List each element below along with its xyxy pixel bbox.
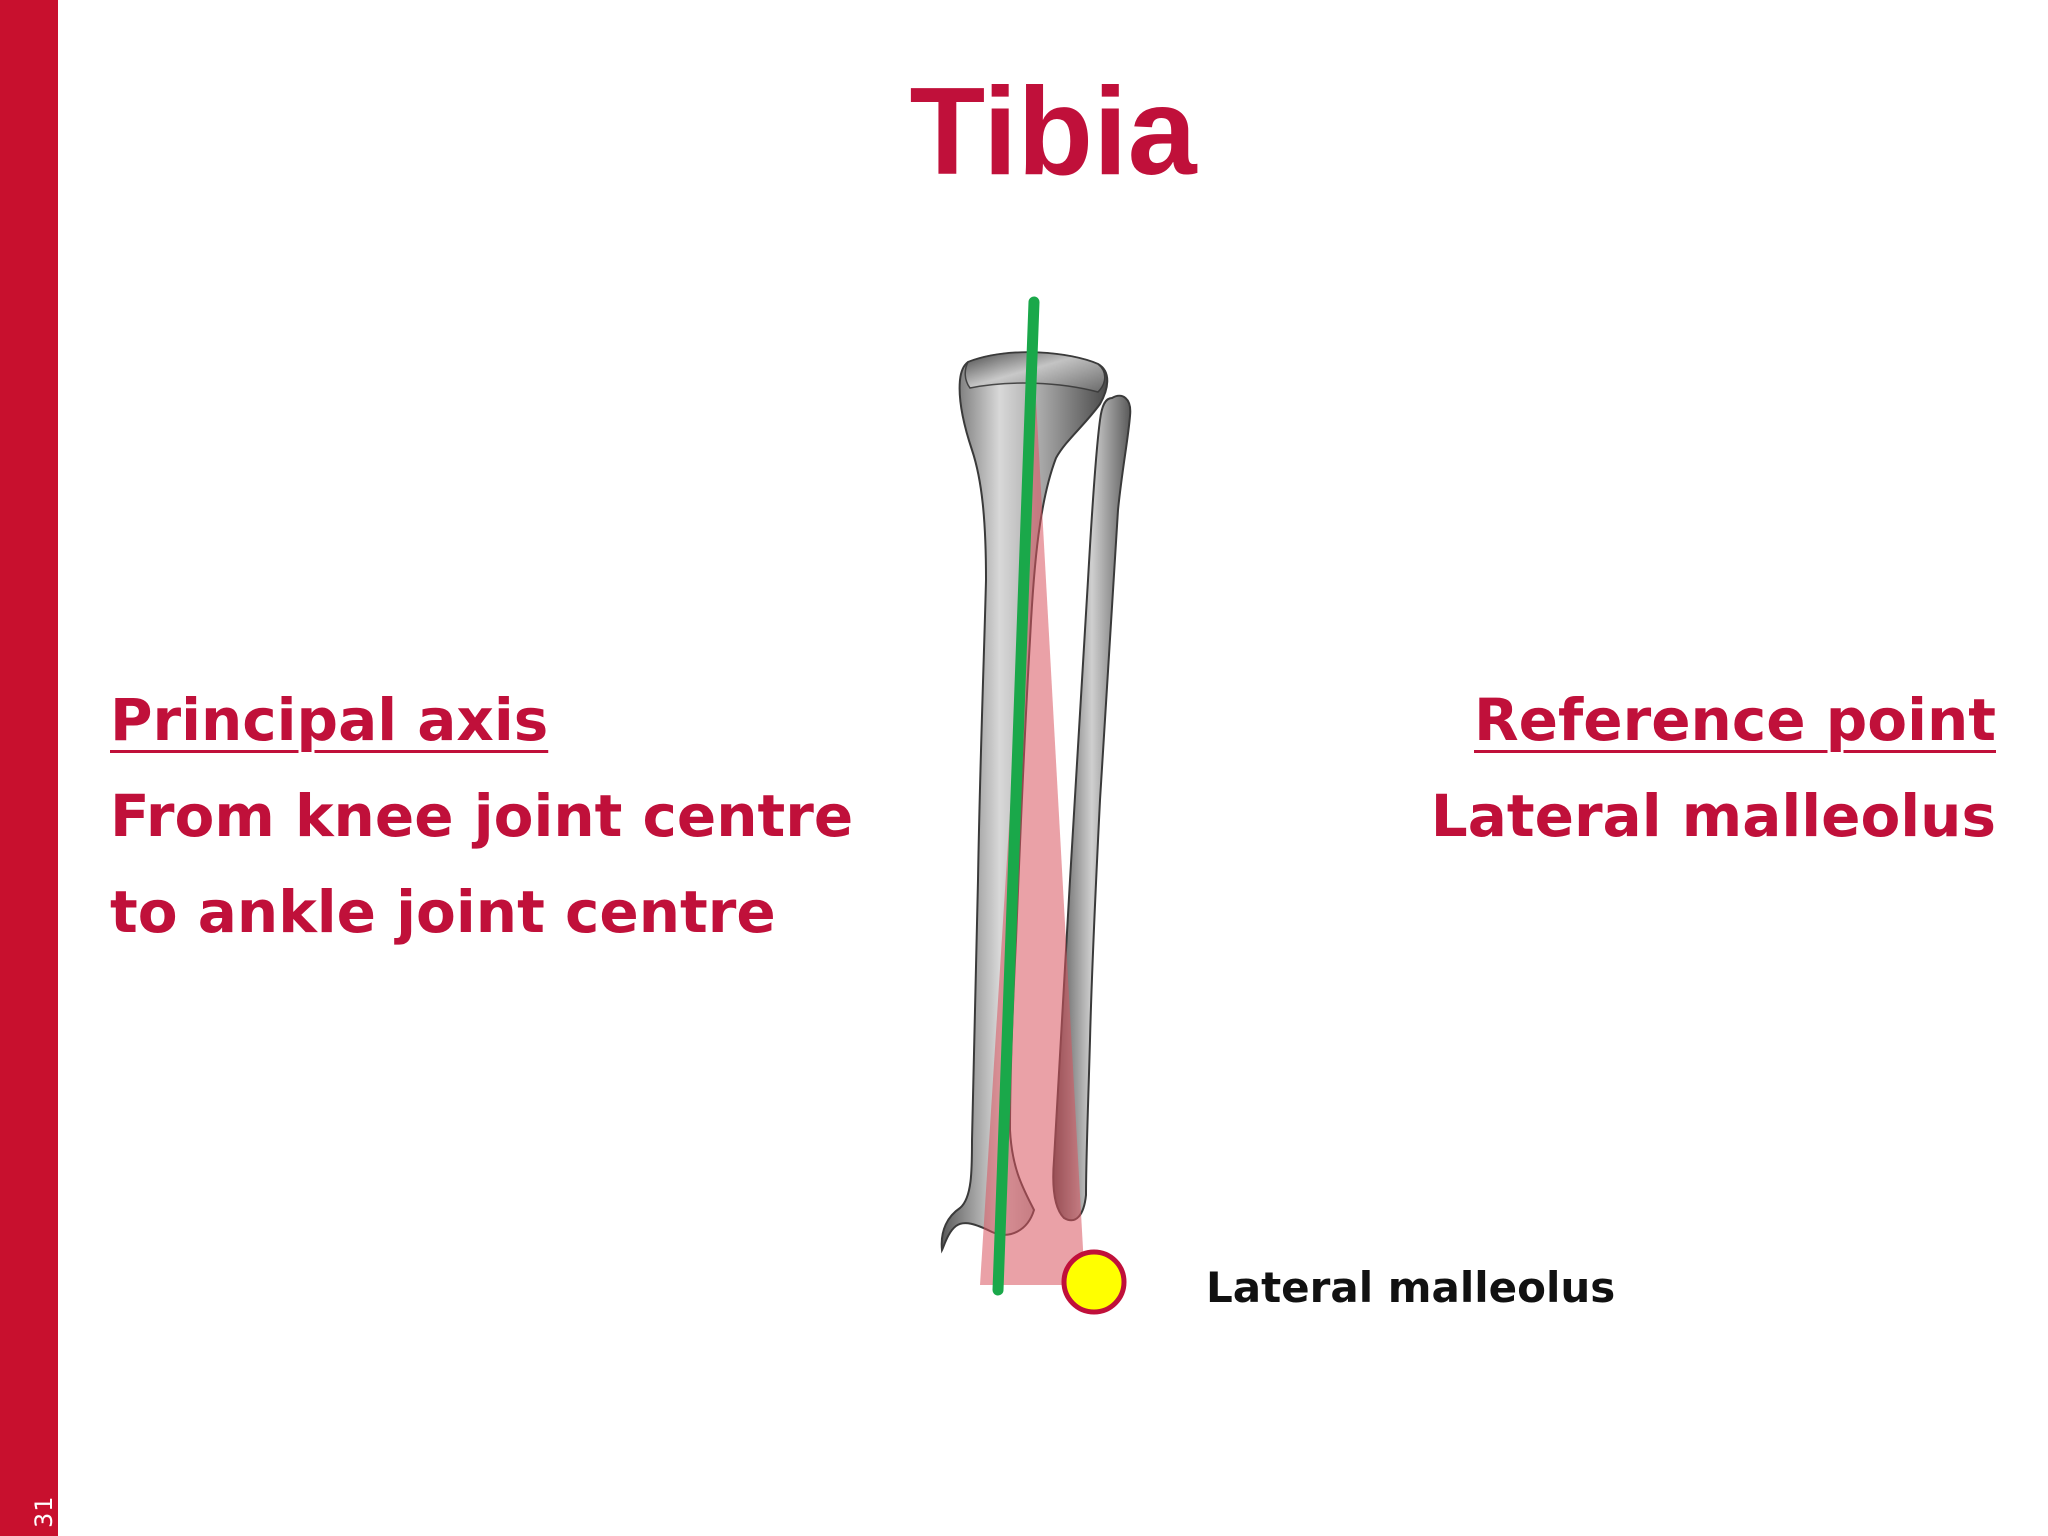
tibia-bone bbox=[940, 351, 1109, 1254]
sidebar-accent-bar bbox=[0, 0, 58, 1536]
reference-point-block: Reference point Lateral malleolus bbox=[1431, 672, 1996, 864]
slide-title: Tibia bbox=[909, 63, 1197, 201]
tibia-fibula-diagram bbox=[940, 296, 1132, 1315]
principal-axis-line-1: From knee joint centre bbox=[110, 782, 854, 850]
reference-point-line-1: Lateral malleolus bbox=[1430, 782, 1996, 850]
principal-axis-line-2: to ankle joint centre bbox=[110, 878, 776, 946]
slide-number: 31 bbox=[30, 1495, 58, 1528]
lateral-malleolus-marker bbox=[1061, 1249, 1127, 1315]
reference-point-heading: Reference point bbox=[1474, 686, 1996, 754]
principal-axis-block: Principal axis From knee joint centre to… bbox=[110, 672, 853, 960]
lateral-malleolus-label: Lateral malleolus bbox=[1206, 1263, 1616, 1312]
principal-axis-line bbox=[992, 296, 1040, 1296]
principal-axis-heading: Principal axis bbox=[110, 686, 549, 754]
